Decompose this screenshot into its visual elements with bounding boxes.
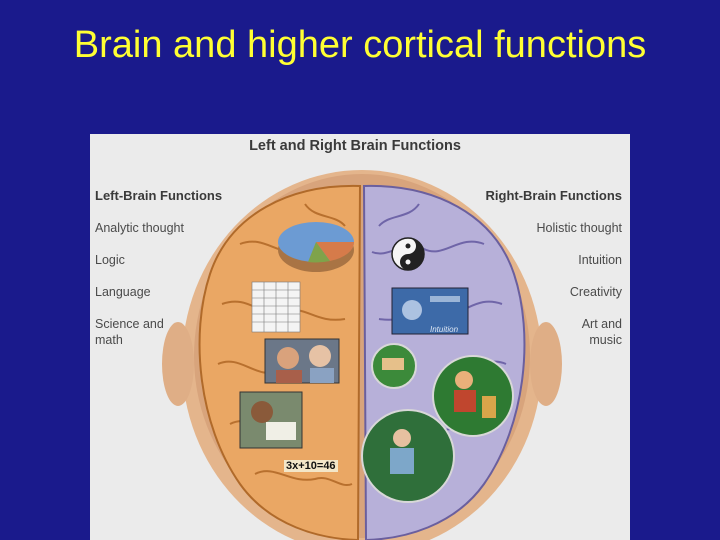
left-ear [162,322,194,406]
brain-illustration [162,170,562,540]
art-picture-2 [432,355,514,437]
left-item-language: Language [95,285,151,299]
left-item-logic: Logic [95,253,125,267]
right-item-art: Art and music [581,317,622,347]
right-item-holistic: Holistic thought [536,221,622,235]
equation-label: 3x+10=46 [284,460,338,472]
right-brain-header: Right-Brain Functions [485,188,623,203]
pie-chart-picture [278,222,355,272]
intuition-caption: Intuition [430,325,459,334]
reading-photo [239,391,303,449]
left-item-science: Science and math [95,317,164,347]
left-brain-header: Left-Brain Functions [95,188,223,203]
brain-functions-figure: Left and Right Brain Functions Left-Brai… [90,134,630,540]
right-item-intuition: Intuition [578,253,622,267]
spreadsheet-picture [251,281,301,333]
right-ear [530,322,562,406]
people-photo [264,338,340,384]
slide-title: Brain and higher cortical functions [73,24,647,66]
right-item-creativity: Creativity [569,285,622,299]
intuition-photo [391,287,469,335]
yin-yang-picture [391,237,425,271]
figure-title: Left and Right Brain Functions [249,138,461,154]
art-picture-1 [371,343,417,389]
left-item-analytic: Analytic thought [95,221,184,235]
art-picture-3 [361,409,455,503]
